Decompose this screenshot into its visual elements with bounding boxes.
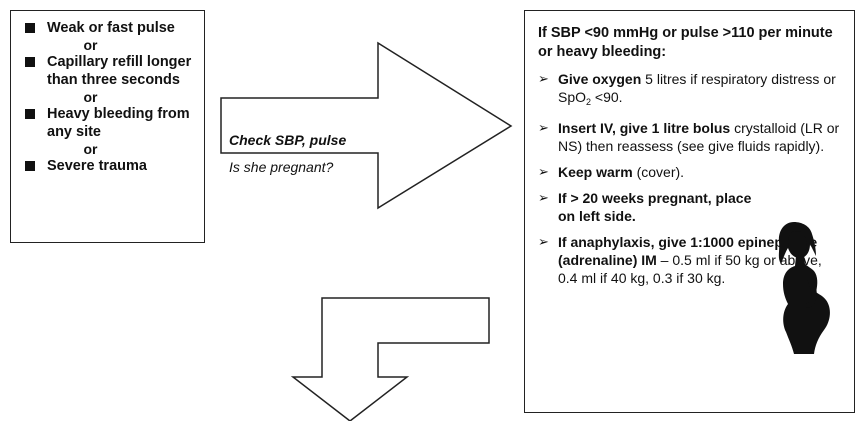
signs-box: Weak or fast pulse or Capillary refill l… [10, 10, 205, 243]
is-pregnant-label: Is she pregnant? [229, 159, 334, 175]
square-bullet-icon [25, 23, 35, 33]
or-connector: or [83, 141, 98, 157]
actions-list: ➢ Give oxygen 5 litres if respiratory di… [538, 70, 844, 287]
square-bullet-icon [25, 57, 35, 67]
sign-text: Heavy bleeding from any site [47, 106, 190, 140]
or-connector: or [83, 37, 98, 53]
action-bold: Keep warm [558, 164, 633, 180]
sign-item: Severe trauma [23, 157, 198, 175]
sign-item: Heavy bleeding from any site [23, 105, 198, 141]
signs-list: Weak or fast pulse or Capillary refill l… [23, 19, 198, 175]
check-sbp-label: Check SBP, pulse [229, 132, 347, 148]
action-bold: If anaphylaxis, give 1:1000 epinephrine … [558, 234, 818, 268]
or-connector: or [83, 89, 98, 105]
pregnant-woman-icon [778, 222, 830, 354]
square-bullet-icon [25, 161, 35, 171]
right-arrow [220, 41, 513, 210]
arrow-bullet-icon: ➢ [538, 164, 549, 179]
actions-title: If SBP <90 mmHg or pulse >110 per minute… [538, 25, 833, 60]
sign-item: Capillary refill longer than three secon… [23, 53, 198, 89]
action-warm: ➢ Keep warm (cover). [538, 164, 685, 180]
action-pregnant: ➢ If > 20 weeks pregnant, place on left … [538, 189, 844, 225]
down-arrow [290, 297, 490, 421]
sign-text: Severe trauma [47, 158, 147, 174]
arrow-bullet-icon: ➢ [538, 190, 549, 205]
sign-item: Weak or fast pulse [23, 19, 198, 37]
action-bold: Insert IV, give 1 litre bolus [558, 120, 731, 136]
sign-text: Weak or fast pulse [47, 20, 175, 36]
action-bold: If > 20 weeks pregnant, place on left si… [558, 190, 752, 224]
arrow-bullet-icon: ➢ [538, 234, 549, 249]
square-bullet-icon [25, 109, 35, 119]
sign-text: Capillary refill longer than three secon… [47, 54, 192, 88]
arrow-bullet-icon: ➢ [538, 120, 549, 135]
action-iv: ➢ Insert IV, give 1 litre bolus crystall… [538, 120, 840, 154]
action-oxygen: ➢ Give oxygen 5 litres if respiratory di… [538, 70, 844, 111]
action-bold: Give oxygen [558, 71, 642, 87]
arrow-bullet-icon: ➢ [538, 71, 549, 86]
